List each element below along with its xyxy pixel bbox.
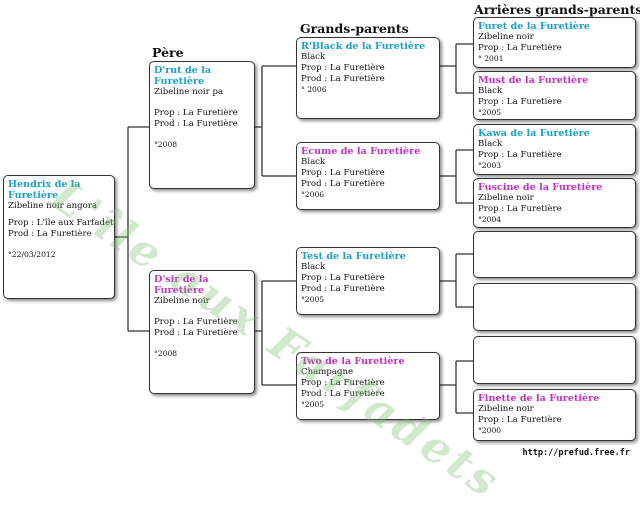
grandparent-prop: Prop : La Furetière xyxy=(301,378,385,388)
mother-card: D'sir de la Furetière Zibeline noir Prop… xyxy=(149,270,255,394)
great-grandparent-color: Zibeline noir xyxy=(478,193,534,203)
grandparent-card-ff: R'Black de la Furetière Black Prop : La … xyxy=(296,37,440,119)
great-grandparent-color: Zibeline noir xyxy=(478,32,534,42)
grandparent-prod: Prod : La Furetière xyxy=(301,179,385,189)
great-grandparent-card-empty-3 xyxy=(473,336,636,384)
great-grandparent-date: °2004 xyxy=(478,215,502,224)
grandparent-color: Black xyxy=(301,52,326,62)
grandparent-date: °2006 xyxy=(301,190,325,199)
mother-prod: Prod : La Furetière xyxy=(154,328,238,338)
great-grandparent-color: Zibeline noir xyxy=(478,404,534,414)
great-grandparent-card-fmm: Fuscine de la Furetière Zibeline noir Pr… xyxy=(473,178,636,228)
mother-date: °2008 xyxy=(154,349,178,358)
grandparent-name: Ecume de la Furetière xyxy=(301,146,421,157)
great-grandparent-card-ffm: Must de la Furetière Black Prop : La Fur… xyxy=(473,71,636,120)
subject-date: °22/03/2012 xyxy=(8,250,56,259)
father-date: °2008 xyxy=(154,140,178,149)
grandparent-prod: Prod : La Furetière xyxy=(301,389,385,399)
grandparent-date: ° 2006 xyxy=(301,85,327,94)
grandparent-card-fm: Ecume de la Furetière Black Prop : La Fu… xyxy=(296,142,440,210)
subject-color: Zibeline noir angora xyxy=(8,201,98,211)
header-grandparents: Grands-parents xyxy=(300,21,409,36)
header-father: Père xyxy=(152,45,184,60)
great-grandparent-color: Black xyxy=(478,139,503,149)
subject-prod: Prod : La Furetière xyxy=(8,229,92,239)
grandparent-prop: Prop : La Furetière xyxy=(301,273,385,283)
great-grandparent-name: Furet de la Furetière xyxy=(478,21,591,32)
subject-card: Hendrix de la Furetière Zibeline noir an… xyxy=(3,175,115,299)
great-grandparent-card-empty-1 xyxy=(473,231,636,278)
great-grandparent-prop: Prop : La Furetière xyxy=(478,204,562,214)
great-grandparent-card-mmm: Finette de la Furetière Zibeline noir Pr… xyxy=(473,389,636,441)
subject-prop: Prop : L'île aux Farfadets xyxy=(8,218,115,228)
grandparent-color: Black xyxy=(301,262,326,272)
father-card: D'rut de la Furetière Zibeline noir pa P… xyxy=(149,61,255,189)
grandparent-color: Champagne xyxy=(301,367,354,377)
great-grandparent-date: °2003 xyxy=(478,161,502,170)
mother-prop: Prop : La Furetière xyxy=(154,317,238,327)
header-great-grandparents: Arrières grands-parents xyxy=(474,2,640,17)
connector-lines xyxy=(115,43,473,414)
father-color: Zibeline noir pa xyxy=(154,87,224,97)
great-grandparent-name: Kawa de la Furetière xyxy=(478,128,590,139)
mother-color: Zibeline noir xyxy=(154,296,210,306)
grandparent-card-mm: Two de la Furetière Champagne Prop : La … xyxy=(296,352,440,420)
grandparent-date: °2005 xyxy=(301,400,325,409)
grandparent-prod: Prod : La Furetière xyxy=(301,284,385,294)
father-name: D'rut de la Furetière xyxy=(154,65,212,87)
grandparent-name: R'Black de la Furetière xyxy=(301,41,426,52)
site-url: http://prefud.free.fr xyxy=(522,448,630,458)
grandparent-prop: Prop : La Furetière xyxy=(301,168,385,178)
subject-name: Hendrix de la Furetière xyxy=(8,179,81,201)
great-grandparent-prop: Prop : La Furetière xyxy=(478,43,562,53)
grandparent-prop: Prop : La Furetière xyxy=(301,63,385,73)
father-prop: Prop : La Furetière xyxy=(154,108,238,118)
great-grandparent-date: ° 2001 xyxy=(478,54,504,63)
great-grandparent-name: Finette de la Furetière xyxy=(478,393,600,404)
great-grandparent-prop: Prop : La Furetière xyxy=(478,150,562,160)
mother-name: D'sir de la Furetière xyxy=(154,274,209,296)
great-grandparent-name: Fuscine de la Furetière xyxy=(478,182,603,193)
grandparent-date: °2005 xyxy=(301,295,325,304)
grandparent-color: Black xyxy=(301,157,326,167)
grandparent-card-mf: Test de la Furetière Black Prop : La Fur… xyxy=(296,247,440,315)
grandparent-name: Test de la Furetière xyxy=(301,251,406,262)
grandparent-name: Two de la Furetière xyxy=(301,356,405,367)
great-grandparent-color: Black xyxy=(478,86,503,96)
father-prod: Prod : La Furetière xyxy=(154,119,238,129)
great-grandparent-card-empty-2 xyxy=(473,283,636,331)
grandparent-prod: Prod : La Furetière xyxy=(301,74,385,84)
great-grandparent-name: Must de la Furetière xyxy=(478,75,589,86)
great-grandparent-prop: Prop : La Furetière xyxy=(478,415,562,425)
great-grandparent-card-fff: Furet de la Furetière Zibeline noir Prop… xyxy=(473,17,636,68)
great-grandparent-date: °2000 xyxy=(478,426,502,435)
great-grandparent-card-fmf: Kawa de la Furetière Black Prop : La Fur… xyxy=(473,124,636,175)
great-grandparent-prop: Prop : La Furetière xyxy=(478,97,562,107)
great-grandparent-date: °2005 xyxy=(478,108,502,117)
